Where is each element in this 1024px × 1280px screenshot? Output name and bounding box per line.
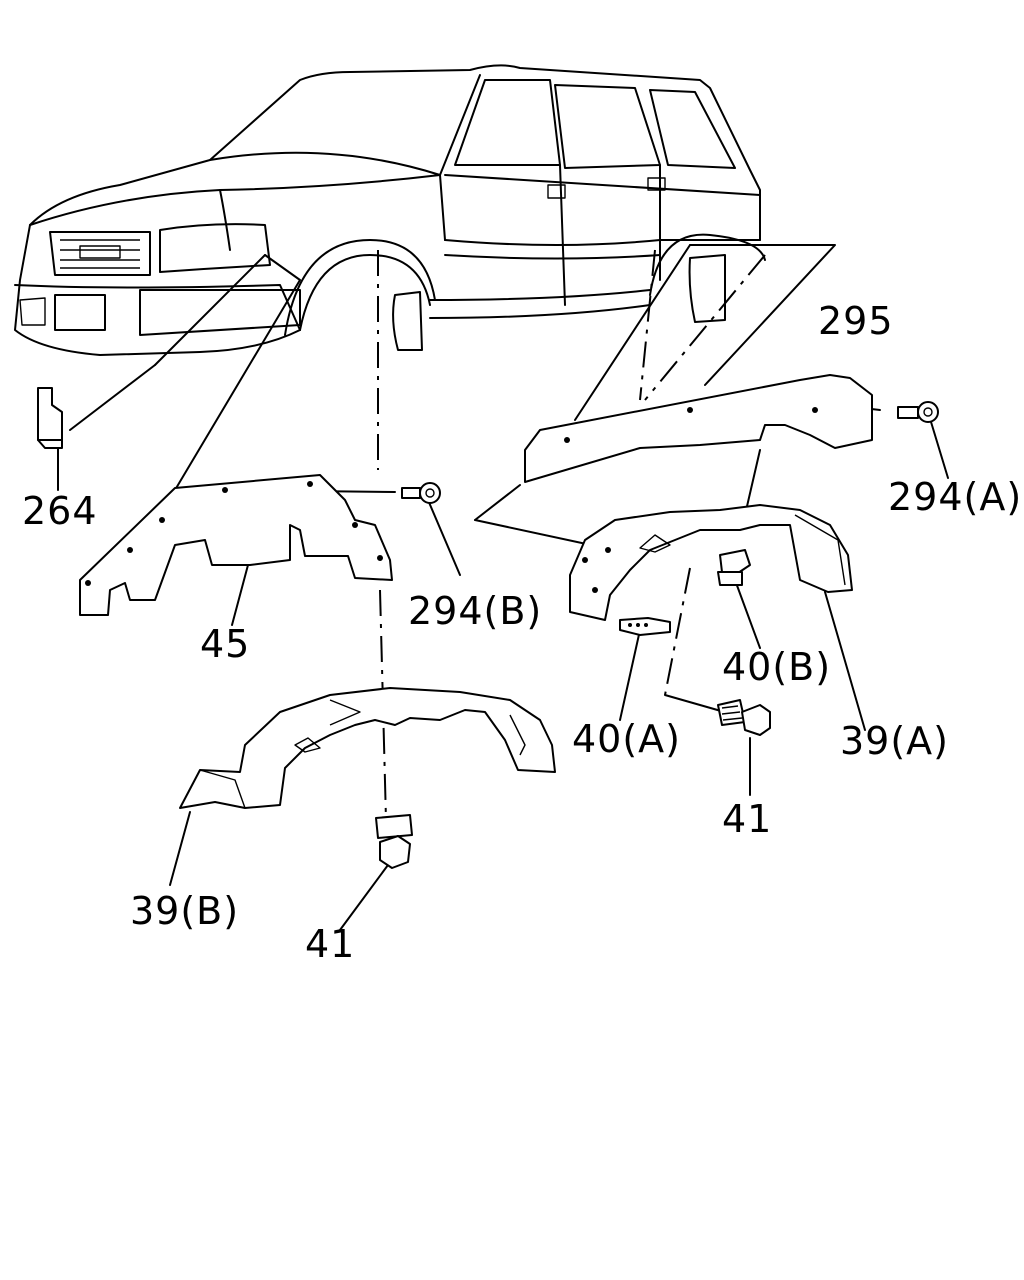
callout-40b[interactable]: 40(B) [722, 645, 832, 689]
callout-39b[interactable]: 39(B) [130, 889, 240, 933]
callout-264[interactable]: 264 [22, 489, 98, 533]
callout-295[interactable]: 295 [818, 299, 894, 343]
part-40a-clip [619, 617, 671, 636]
callout-41-right[interactable]: 41 [722, 797, 773, 841]
part-41-right-screw-and-nut [717, 699, 771, 736]
callout-39a[interactable]: 39(A) [840, 719, 949, 763]
vehicle-illustration [14, 64, 766, 356]
callout-40a[interactable]: 40(A) [572, 717, 681, 761]
callout-294a[interactable]: 294(A) [888, 475, 1023, 519]
part-39b-front-liner [179, 687, 556, 809]
leader-lines [57, 244, 949, 931]
part-294a-screw [897, 401, 939, 423]
part-295-splash-shield [524, 374, 873, 483]
part-264-bracket [37, 387, 63, 449]
part-40b-clip [717, 549, 751, 586]
callout-294b[interactable]: 294(B) [408, 589, 543, 633]
callout-45[interactable]: 45 [200, 622, 251, 666]
callout-41-left[interactable]: 41 [305, 922, 356, 966]
part-41-left-screw-and-nut [375, 814, 413, 869]
part-39a-rear-liner [569, 504, 853, 621]
part-294b-screw [401, 482, 441, 504]
part-45-splash-shield [79, 474, 393, 616]
